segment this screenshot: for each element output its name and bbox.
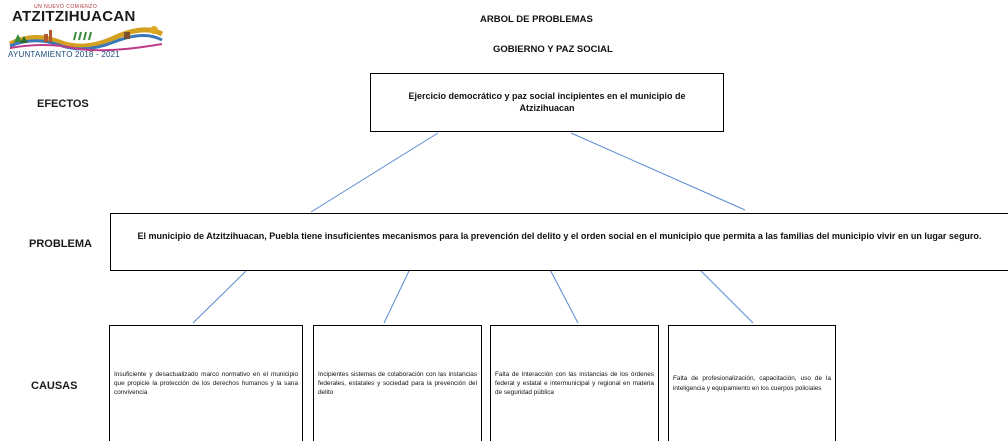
cause-box-4: Falta de profesionalización, capacitació… bbox=[668, 325, 836, 441]
connector-effect-left bbox=[310, 132, 439, 213]
problem-box: El municipio de Atzitzihuacan, Puebla ti… bbox=[110, 213, 1008, 271]
effects-label: EFECTOS bbox=[37, 98, 89, 110]
problem-label: PROBLEMA bbox=[29, 238, 92, 250]
cause-box-3: Falta de Interacción con las instancias … bbox=[490, 325, 659, 441]
logo-slogan: UN NUEVO COMIENZO bbox=[34, 4, 98, 10]
municipal-logo: UN NUEVO COMIENZO ATZITZIHUACAN AYUNTAMI… bbox=[4, 2, 164, 64]
effect-box: Ejercicio democrático y paz social incip… bbox=[370, 73, 724, 132]
effect-text: Ejercicio democrático y paz social incip… bbox=[408, 91, 686, 113]
causes-label: CAUSAS bbox=[31, 380, 78, 392]
cause-text-3: Falta de Interacción con las instancias … bbox=[495, 370, 654, 397]
logo-landscape-icon bbox=[8, 26, 164, 52]
problem-text: El municipio de Atzitzihuacan, Puebla ti… bbox=[137, 231, 982, 241]
page-subtitle: GOBIERNO Y PAZ SOCIAL bbox=[493, 44, 613, 55]
logo-brand: ATZITZIHUACAN bbox=[12, 8, 136, 25]
connector-cause-2 bbox=[383, 270, 410, 324]
connector-cause-1 bbox=[192, 270, 247, 324]
cause-box-2: Incipientes sistemas de colaboración con… bbox=[313, 325, 482, 441]
page-title: ARBOL DE PROBLEMAS bbox=[480, 14, 593, 25]
cause-box-1: Insuficiente y desactualizado marco norm… bbox=[109, 325, 303, 441]
cause-text-2: Incipientes sistemas de colaboración con… bbox=[318, 370, 477, 397]
connector-effect-right bbox=[570, 132, 746, 211]
cause-text-1: Insuficiente y desactualizado marco norm… bbox=[114, 370, 298, 397]
cause-text-4: Falta de profesionalización, capacitació… bbox=[673, 375, 831, 392]
logo-caption: AYUNTAMIENTO 2018 - 2021 bbox=[8, 50, 120, 59]
